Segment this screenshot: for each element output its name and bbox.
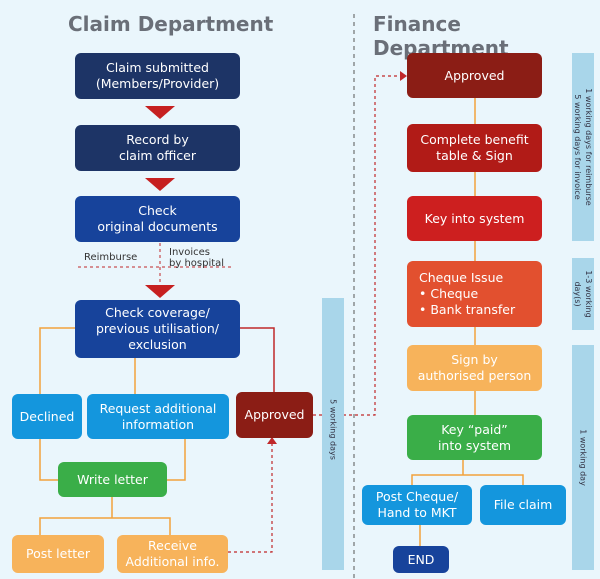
to-declined (39, 327, 75, 395)
key-into-system-box: Key into system (407, 196, 542, 241)
request-to-letter (167, 439, 186, 481)
end-box: END (393, 546, 449, 573)
key-paid-box: Key “paid” into system (407, 415, 542, 460)
invoices-label: Invoices by hospital (169, 247, 225, 269)
finance-timeline-bar-3 (572, 345, 594, 570)
declined-to-letter (39, 439, 58, 481)
post-cheque-box: Post Cheque/ Hand to MKT (362, 485, 472, 525)
finance-timeline-label-3: 1 working day (578, 429, 588, 486)
declined-box: Declined (12, 394, 82, 439)
check-documents-box: Check original documents (75, 196, 240, 242)
finance-timeline-bar-1 (572, 53, 594, 241)
claim-to-finance (313, 75, 402, 416)
reimburse-label: Reimburse (84, 252, 138, 263)
to-approved (240, 327, 275, 392)
write-letter-box: Write letter (58, 462, 167, 497)
claim-approved-box: Approved (236, 392, 313, 438)
arrow-down-2 (145, 178, 175, 191)
claim-submitted-box: Claim submitted (Members/Provider) (75, 53, 240, 99)
receive-to-approved (228, 442, 273, 553)
cheque-issue-box: Cheque Issue • Cheque • Bank transfer (407, 261, 542, 327)
receive-info-box: Receive Additional info. (117, 535, 228, 573)
file-claim-box: File claim (480, 485, 566, 525)
claim-timeline-label: 5 working days (328, 399, 338, 460)
finance-approved-box: Approved (407, 53, 542, 98)
letter-split (39, 517, 171, 535)
finance-timeline-label-1: 1 working days for reimburse 5 working d… (573, 88, 593, 206)
finance-split (411, 474, 524, 485)
claim-department-title: Claim Department (68, 12, 274, 36)
arrow-right (400, 71, 407, 81)
finance-timeline-label-2: 1-3 working day(s) (573, 270, 593, 318)
request-info-box: Request additional information (87, 394, 229, 439)
complete-benefit-table-box: Complete benefit table & Sign (407, 124, 542, 172)
arrow-down-3 (145, 285, 175, 298)
sign-authorised-box: Sign by authorised person (407, 345, 542, 391)
arrow-up (267, 437, 277, 444)
claim-timeline-bar (322, 298, 344, 570)
finance-timeline-bar-2 (572, 258, 594, 330)
record-by-officer-box: Record by claim officer (75, 125, 240, 171)
post-letter-box: Post letter (12, 535, 104, 573)
arrow-down-1 (145, 106, 175, 119)
check-coverage-box: Check coverage/ previous utilisation/ ex… (75, 300, 240, 358)
